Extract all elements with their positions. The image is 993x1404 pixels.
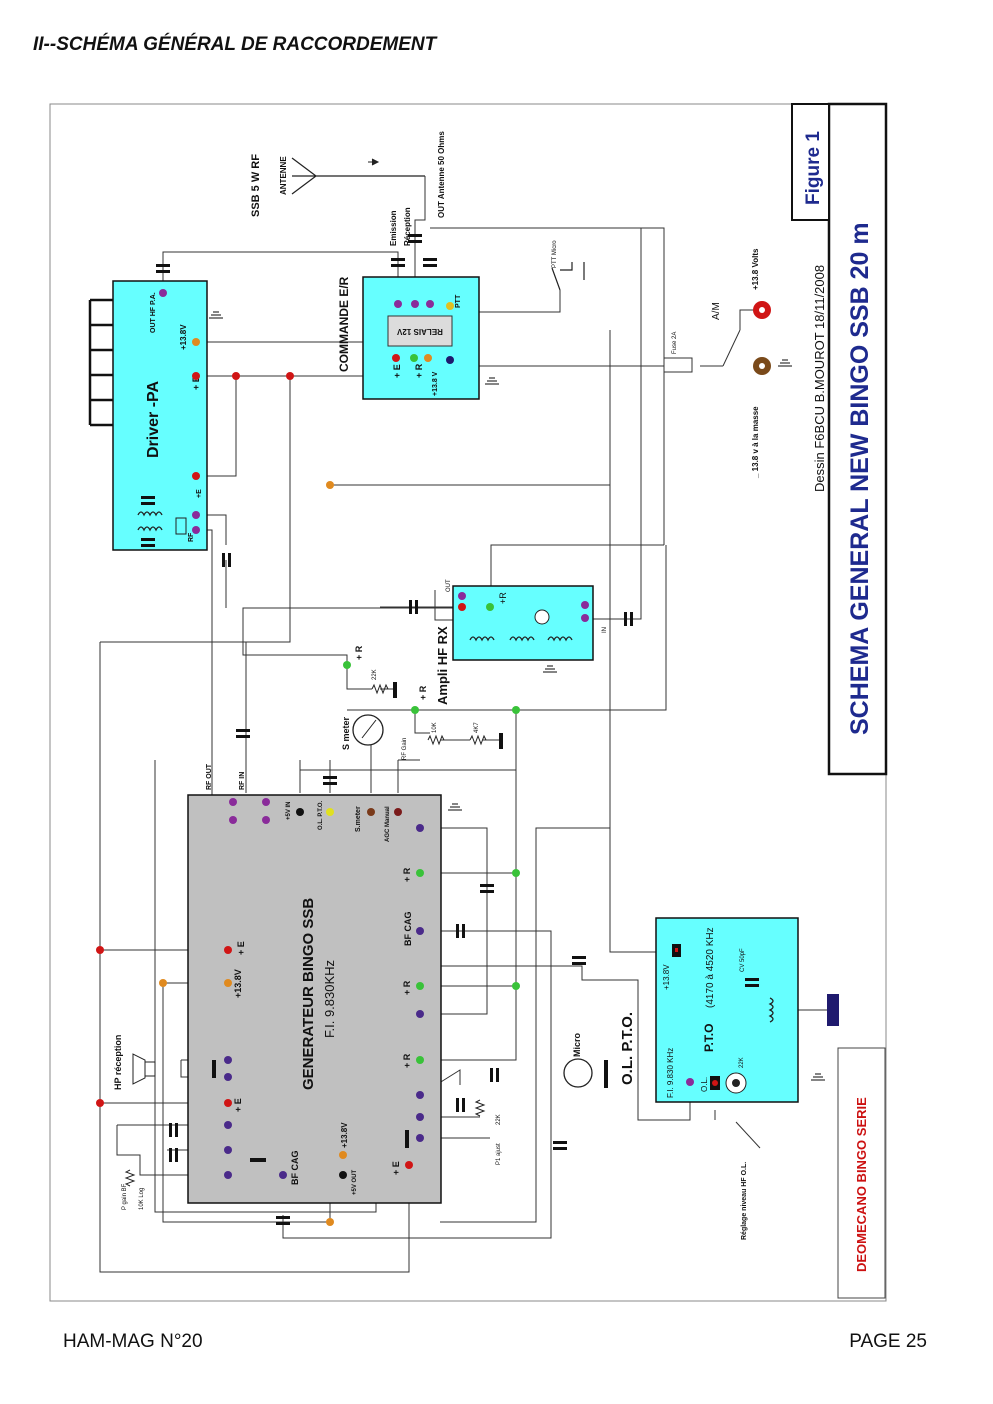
ampli-plus-r-label: +R — [498, 592, 508, 604]
pto-fi-label: F.I. 9.830 KHz — [666, 1048, 675, 1098]
gen-13v8-bottom-label: +13.8V — [340, 1122, 349, 1148]
fuse-label: Fuse 2A — [672, 332, 678, 354]
gen-agc-label: AGC Manual — [385, 806, 391, 842]
generator-board: GENERATEUR BINGO SSB F.I. 9.830KHz RF OU… — [96, 372, 520, 1226]
gen-ol-pto-label: O.L. P.T.O. — [318, 800, 324, 830]
ol-pto-label: O.L. P.T.O. — [619, 1012, 636, 1085]
gen-22k-label: 22K — [496, 1114, 502, 1125]
brand-label: DEOMECANO BINGO SERIE — [854, 1097, 869, 1272]
pto-range: (4170 à 4520 KHz — [705, 927, 716, 1008]
relay-13v8-label: +13.8 V — [432, 371, 439, 396]
gen-plus-r1-label: + R — [402, 867, 412, 882]
gen-bf-cag-label: BF CAG — [403, 912, 413, 947]
s-meter: S meter + R + R 22K 10K 4K7 RF Gain — [341, 645, 520, 760]
diagram-title: SCHEMA GENERAL NEW BINGO SSB 20 m — [846, 222, 874, 735]
driver-pa-title: Driver -PA — [145, 380, 162, 458]
gen-plus-r3-label: + R — [402, 1053, 412, 1068]
gen-p1-ajust-label: P1 ajust — [496, 1143, 502, 1165]
ptt-micro-label: PTT Micro — [552, 240, 558, 268]
gen-rf-out-label: RF OUT — [206, 763, 213, 790]
pto-title: P.T.O — [702, 1024, 716, 1052]
credit-line: Dessin F6BCU B.MOUROT 18/11/2008 — [812, 265, 827, 492]
minus-ground-label: _ 13.8 v à la masse — [751, 406, 760, 479]
ampli-out-label: OUT — [446, 579, 452, 592]
rf-gain-label: RF Gain — [402, 738, 408, 760]
pto-ol-label: O.L. — [700, 1077, 709, 1092]
antenna: SSB 5 W RF ANTENNE OUT Antenne 50 Ohms E… — [250, 131, 446, 246]
reception-label: Réception — [403, 207, 412, 246]
pto-board: P.T.O (4170 à 4520 KHz F.I. 9.830 KHz +1… — [655, 917, 839, 1240]
pto-reglage-label: Réglage niveau HF O.L. — [741, 1162, 748, 1240]
smeter-22k-label: 22K — [372, 669, 378, 680]
power-supply: Fuse 2A A/M +13.8 Volts _ 13.8 v à la ma… — [663, 248, 793, 479]
relay-plus-r-label: + R — [414, 363, 424, 378]
driver-plus-e-label: + E — [191, 376, 201, 390]
p-gain-bf-label: P gain BF — [122, 1183, 128, 1210]
driver-rf-label: RF — [188, 532, 195, 542]
smeter-plus-r-label: + R — [354, 645, 364, 660]
figure-label: Figure 1 — [803, 131, 824, 205]
ampli-title: Ampli HF RX — [435, 626, 450, 705]
emission-label: Emission — [389, 210, 398, 246]
antenna-label: ANTENNE — [279, 156, 288, 195]
page-heading: II--SCHÉMA GÉNÉRAL DE RACCORDEMENT — [33, 34, 437, 55]
brand-block: DEOMECANO BINGO SERIE — [837, 1047, 886, 1299]
ampli-in-label: IN — [602, 627, 608, 633]
relay-label: RELAIS 12V — [396, 327, 442, 336]
gen-5v-in-label: +5V IN — [286, 801, 292, 820]
generator-title: GENERATEUR BINGO SSB — [300, 898, 317, 1090]
antenna-power-label: SSB 5 W RF — [250, 154, 262, 217]
gen-plus-e-bottom-label: + E — [391, 1161, 401, 1175]
pto-tuning-knob — [827, 994, 839, 1026]
hp-reception-label: HP réception — [113, 1035, 123, 1090]
plus-13v8-label: +13.8 Volts — [751, 248, 760, 290]
ampli-hf-rx-board: Ampli HF RX OUT IN +R — [435, 579, 608, 705]
relay-plus-e-label: + E — [392, 364, 402, 378]
rf-gain-4k7-label: 4K7 — [474, 722, 480, 733]
s-meter-label: S meter — [341, 716, 351, 750]
gen-smeter-label: S.meter — [355, 806, 362, 832]
decoupling-caps — [156, 234, 633, 1225]
driver-out-hf-label: OUT HF P.A. — [150, 292, 157, 333]
am-switch-label: A/M — [711, 302, 722, 320]
rf-gain-10k-label: 10K — [432, 722, 438, 733]
pto-13v8-label: +13.8V — [662, 964, 671, 990]
rf-plus-r-label: + R — [418, 685, 428, 700]
driver-pa-board: Driver -PA OUT HF P.A. +13.8V + E +E RF — [88, 280, 224, 551]
footer-page-number: PAGE 25 — [849, 1331, 927, 1352]
gen-plus-r2-label: + R — [402, 980, 412, 995]
micro: Micro — [563, 1032, 608, 1088]
gen-plus-e-top-label: + E — [236, 941, 246, 955]
gen-plus-e-mid-label: + E — [233, 1098, 243, 1112]
pto-cv-label: CV 50pF — [740, 948, 746, 972]
gen-5v-out-label: +5V OUT — [352, 1169, 358, 1195]
driver-plus-e2-label: +E — [196, 489, 203, 498]
relay-title: COMMANDE E/R — [337, 276, 351, 372]
antenna-out-label: OUT Antenne 50 Ohms — [437, 131, 446, 218]
p-gain-log-label: 10K Log — [139, 1188, 145, 1210]
micro-label: Micro — [572, 1032, 582, 1057]
pto-22k-label: 22K — [739, 1057, 745, 1068]
relay-board: COMMANDE E/R RELAIS 12V PTT + E + R +13.… — [337, 276, 500, 400]
gen-13v8-left-label: +13.8V — [233, 969, 243, 998]
hp-reception: HP réception P gain BF 10K Log — [113, 1035, 156, 1210]
gen-rf-in-label: RF IN — [239, 772, 246, 790]
driver-13v8-label: +13.8V — [179, 324, 188, 350]
gen-bf-cag-bottom-label: BF CAG — [290, 1151, 300, 1186]
title-block: SCHEMA GENERAL NEW BINGO SSB 20 m Figure… — [791, 102, 888, 776]
relay-ptt-label: PTT — [455, 294, 462, 308]
generator-subtitle: F.I. 9.830KHz — [322, 960, 337, 1038]
footer-magazine: HAM-MAG N°20 — [63, 1331, 203, 1352]
ptt-switch: PTT Micro — [551, 240, 585, 291]
